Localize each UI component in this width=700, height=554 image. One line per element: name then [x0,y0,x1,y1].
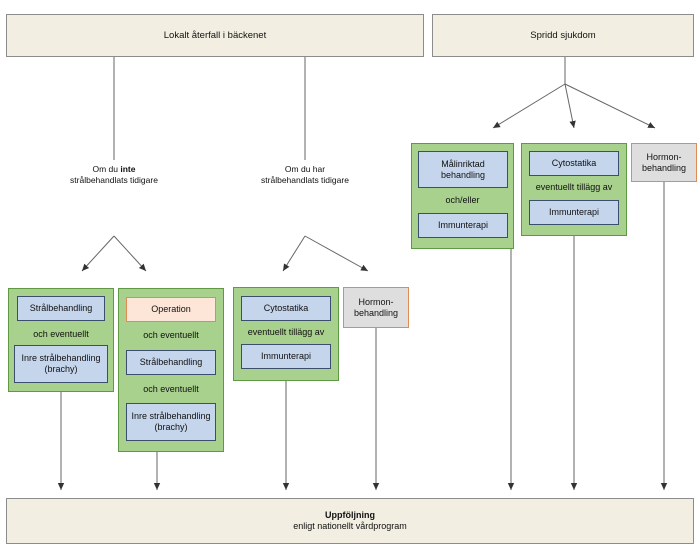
brachy-box-2: Inre strålbehandling(brachy) [126,403,216,441]
radiation-box: Strålbehandling [17,296,105,321]
group6-connector: eventuellt tillägg av [535,182,613,192]
hormone-box-spread: Hormon-behandling [631,143,697,182]
immuno-box-spread: Immunterapi [418,213,508,238]
group2-connector-1: och eventuellt [143,330,199,340]
condition-not-irradiated: Om du inte strålbehandlats tidigare [70,164,158,185]
operation-box: Operation [126,297,216,322]
chemo-box-spread: Cytostatika [529,151,619,176]
hormone-box-local: Hormon-behandling [343,287,409,328]
group2-connector-2: och eventuellt [143,384,199,394]
condition-has-irradiated: Om du har strålbehandlats tidigare [261,164,349,185]
arrow-to-group1 [81,235,115,272]
spread-disease-box: Spridd sjukdom [432,14,694,57]
group5-connector: och/eller [445,195,480,205]
immuno-box-local: Immunterapi [241,344,331,369]
chemo-box-local: Cytostatika [241,296,331,321]
arrow-to-group3 [282,235,306,272]
arrow-to-hormone-spread [564,83,656,129]
arrow-to-group5 [492,83,566,129]
radiation-box-2: Strålbehandling [126,350,216,375]
group1-connector: och eventuellt [33,329,89,339]
brachy-box: Inre strålbehandling(brachy) [14,345,108,383]
arrow-to-group2 [113,235,147,272]
immuno-box-spread-2: Immunterapi [529,200,619,225]
arrow-to-hormone-local [304,235,369,272]
arrow-to-group6 [564,83,576,129]
group3-connector: eventuellt tillägg av [247,327,325,337]
local-recurrence-box: Lokalt återfall i bäckenet [6,14,424,57]
